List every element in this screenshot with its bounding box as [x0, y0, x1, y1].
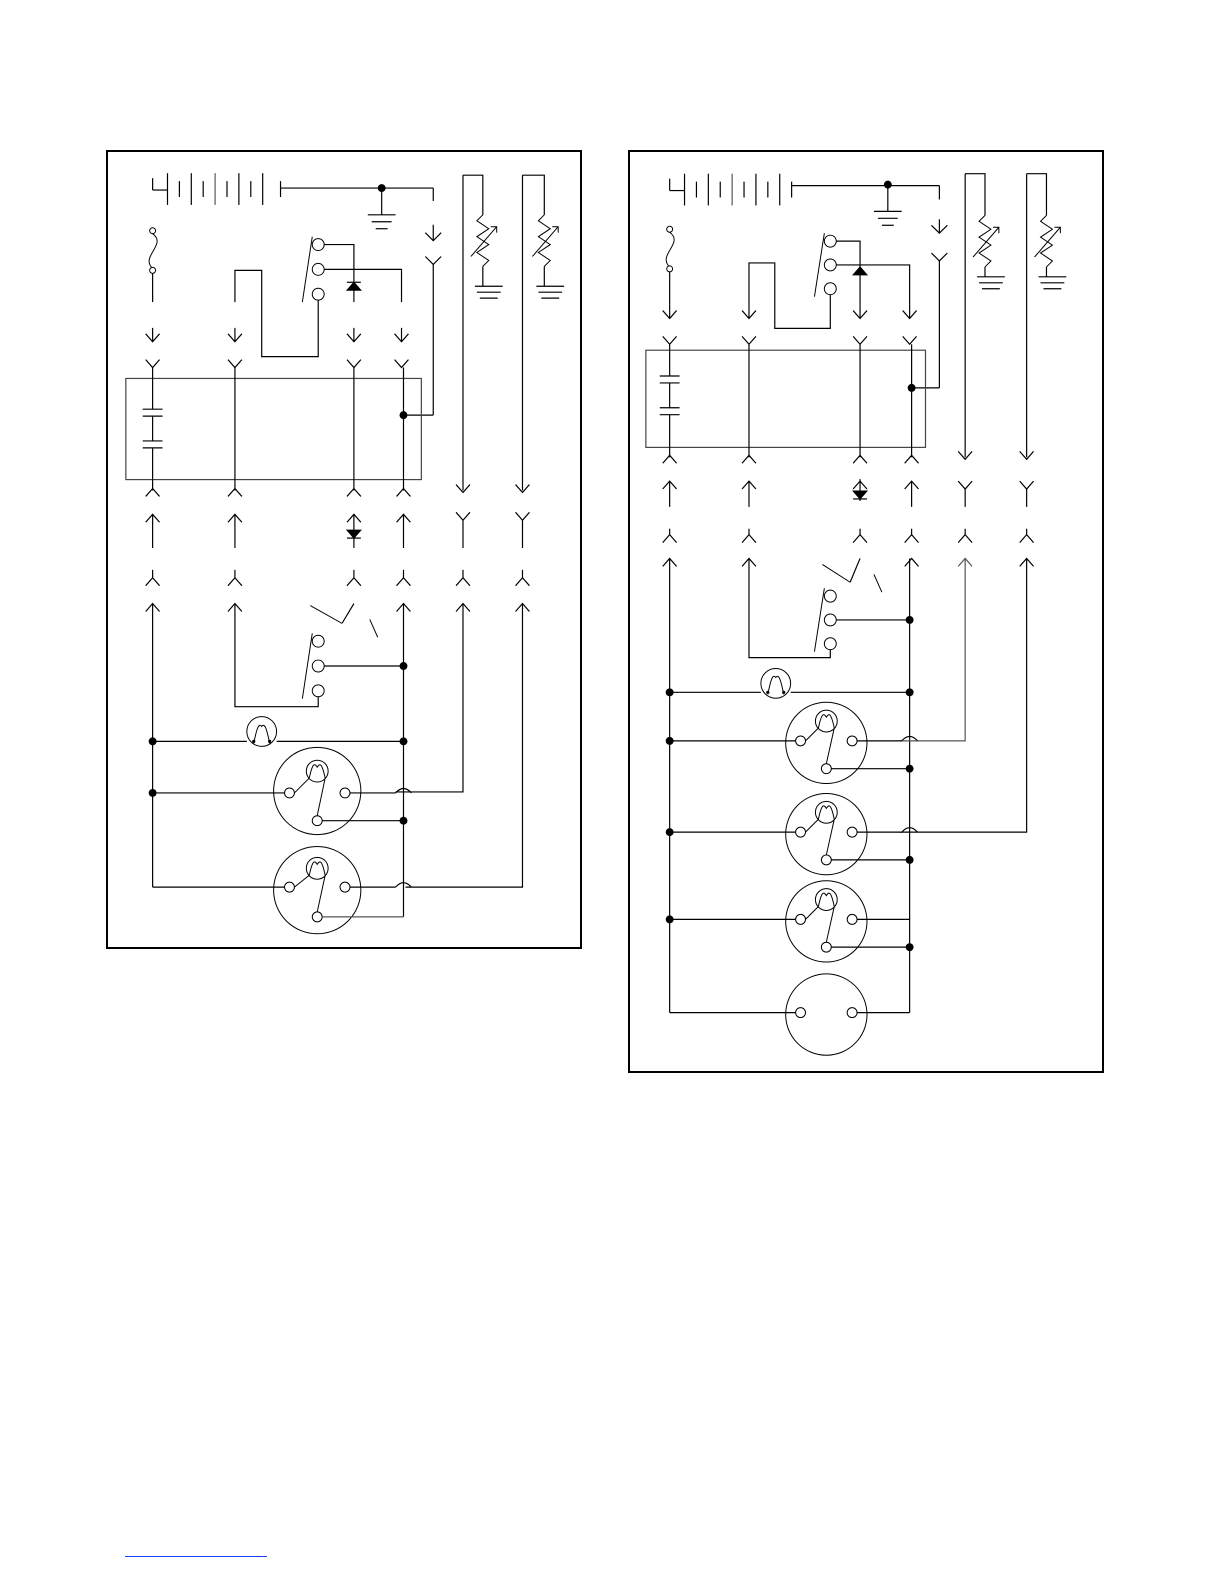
connector-icon — [912, 219, 948, 388]
lamp-socket-icon — [670, 702, 918, 783]
resistor-icon — [965, 174, 1005, 458]
connector-icon — [663, 451, 1034, 507]
connector-block — [126, 378, 421, 479]
connector-icon — [663, 305, 917, 345]
diode-icon — [347, 269, 361, 302]
connector-icon — [663, 529, 1034, 567]
junction-dot — [666, 688, 674, 696]
lamp-socket-icon — [153, 846, 412, 933]
connector-icon — [146, 485, 530, 548]
junction-dot — [666, 915, 674, 923]
fuse-icon — [666, 226, 674, 304]
wiring-diagram-right — [628, 150, 1104, 1073]
lamp-socket-icon — [153, 747, 412, 834]
junction-dot — [400, 411, 408, 419]
ground-icon — [368, 188, 396, 229]
switch-icon — [235, 237, 402, 357]
connector-block — [646, 350, 926, 447]
schematic-right-svg — [630, 152, 1102, 1071]
junction-dot — [149, 737, 157, 745]
wire-run — [405, 604, 522, 888]
battery-icon — [670, 174, 940, 206]
footer-rule — [125, 1556, 267, 1557]
switch-icon — [235, 604, 404, 707]
junction-dot — [908, 384, 916, 392]
resistor-icon — [1027, 174, 1067, 458]
schematic-left-svg — [108, 152, 580, 947]
junction-dot — [666, 828, 674, 836]
wiring-diagram-left — [106, 150, 582, 949]
switch-icon — [749, 558, 910, 657]
junction-dot — [906, 856, 914, 864]
junction-dot — [400, 737, 408, 745]
junction-dot — [400, 817, 408, 825]
diode-icon — [347, 530, 361, 538]
lamp-socket-icon — [670, 881, 910, 962]
junction-dot — [149, 789, 157, 797]
junction-dot — [666, 737, 674, 745]
wire-run — [900, 558, 1027, 832]
resistor-icon — [463, 175, 503, 490]
connector-icon — [403, 225, 441, 415]
battery-icon — [153, 173, 434, 205]
fuse-icon — [149, 228, 157, 302]
connector-icon — [146, 328, 409, 368]
junction-dot — [906, 688, 914, 696]
junction-dot — [906, 943, 914, 951]
bulb-icon — [153, 717, 404, 747]
capacitor-icon — [143, 368, 163, 491]
lamp-socket-icon — [670, 793, 918, 874]
diode-icon — [853, 265, 867, 305]
resistor-icon — [522, 175, 564, 490]
ground-icon — [874, 185, 902, 226]
bulb-icon — [670, 669, 910, 699]
junction-dot — [906, 765, 914, 773]
switch-icon — [749, 233, 910, 328]
lamp-socket-icon — [670, 974, 910, 1055]
capacitor-icon — [660, 344, 680, 457]
wire-run — [396, 604, 463, 792]
connector-icon — [146, 570, 530, 612]
